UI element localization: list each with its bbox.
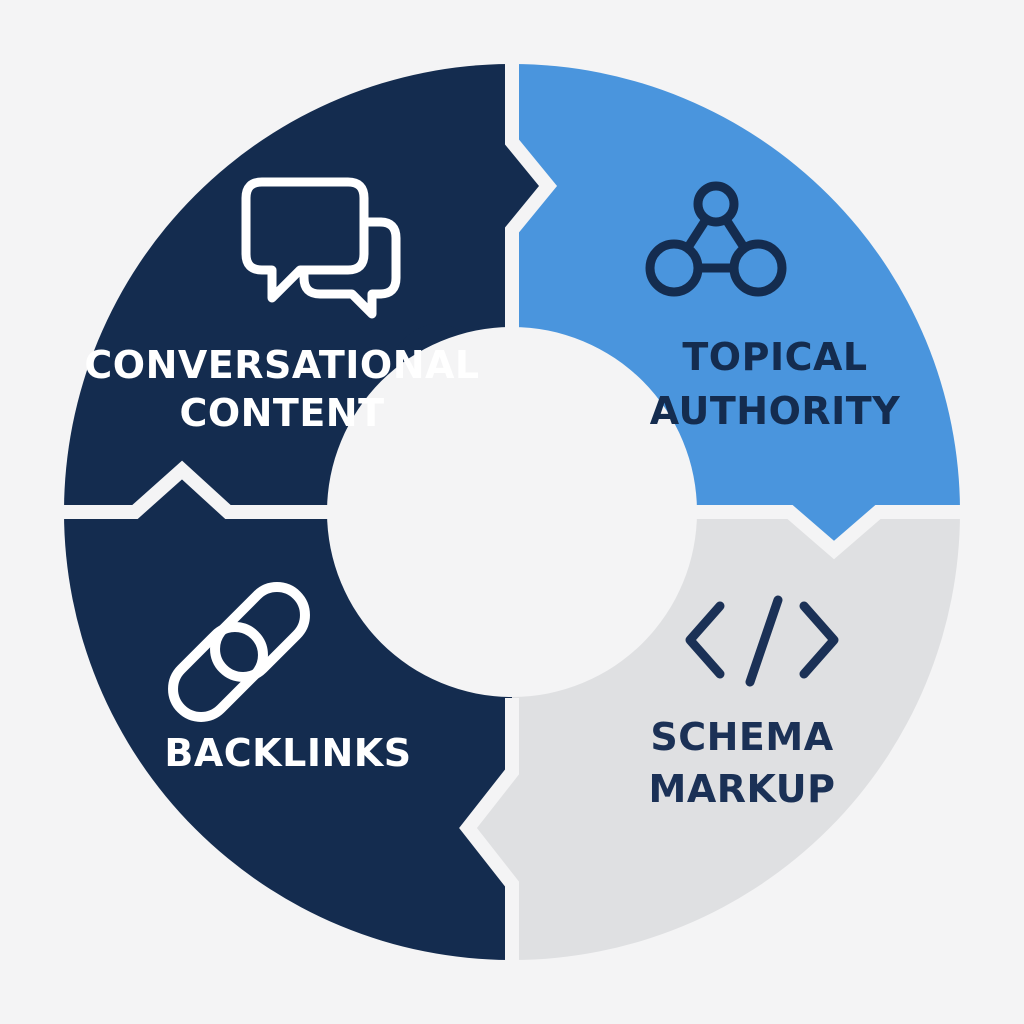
chat-bubbles-icon — [241, 177, 401, 319]
label-line: TOPICAL — [682, 335, 867, 379]
label-bump-topical — [644, 372, 700, 450]
label-bump-conversational — [380, 323, 469, 432]
network-triangle-icon — [645, 181, 787, 297]
separator-bottom — [459, 698, 519, 984]
label-line: CONTENT — [179, 391, 384, 435]
label-line: MARKUP — [649, 767, 836, 811]
code-brackets-icon — [685, 595, 839, 687]
segment-separators — [40, 40, 984, 984]
label-line: SCHEMA — [650, 715, 833, 759]
label-schema-markup: SCHEMA MARKUP — [649, 715, 836, 811]
label-backlinks: BACKLINKS — [164, 731, 411, 775]
label-conversational-content: CONVERSATIONAL CONTENT — [84, 343, 479, 435]
label-line: BACKLINKS — [164, 731, 411, 775]
separator-left — [40, 460, 330, 519]
label-line: AUTHORITY — [650, 389, 900, 433]
tab-schema-into-backlinks — [468, 772, 519, 884]
separator-right — [694, 505, 984, 560]
label-line: CONVERSATIONAL — [84, 343, 479, 387]
tab-conversational-into-topical — [505, 142, 548, 230]
tab-topical-into-schema — [790, 505, 878, 550]
label-topical-authority: TOPICAL AUTHORITY — [650, 335, 900, 433]
chain-link-icon — [168, 582, 310, 722]
segment-conversational-content — [64, 64, 512, 512]
separator-top — [505, 40, 558, 330]
tab-backlinks-into-conversational — [135, 470, 228, 519]
